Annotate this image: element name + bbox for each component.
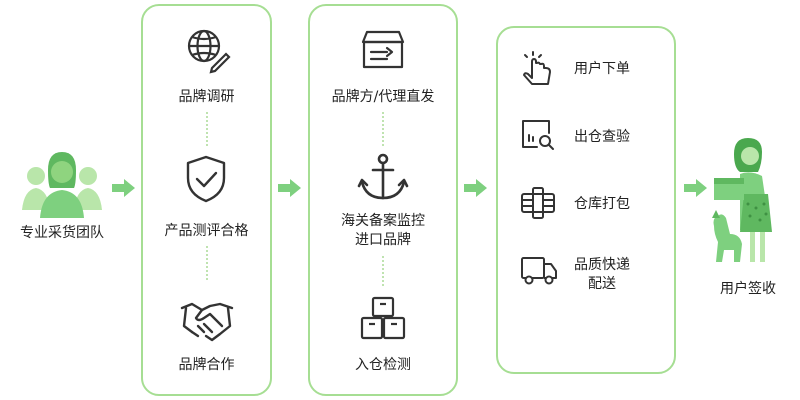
flow-arrow-3 [464,179,487,197]
team-people-icon [22,152,102,218]
flow-arrow-4 [684,179,707,197]
shield-check-icon [186,155,226,203]
shipping-box-icon [361,30,405,69]
handshake-icon [180,302,234,342]
stage3-label-checkout: 出仓查验 [574,129,630,145]
receiver-with-dog-icon [712,138,772,262]
flow-arrow-2 [278,179,301,197]
stage2-label-inspection: 入仓检测 [355,357,411,373]
receiver-label: 用户签收 [720,281,776,297]
package-icon [521,187,555,219]
stage3-label-express-line1: 品质快递 [574,257,630,273]
stage2-divider-1 [382,112,384,146]
anchor-icon [357,153,409,200]
stage2-label-direct-ship: 品牌方/代理直发 [331,89,435,105]
tap-pointer-icon [523,51,551,85]
stage1-divider-1 [206,112,208,146]
stage2-label-customs-line2: 进口品牌 [355,232,411,248]
stacked-boxes-icon [360,296,406,340]
flow-arrow-1 [112,179,135,197]
globe-pencil-icon [187,29,231,74]
stage1-label-research: 品牌调研 [178,89,235,105]
stage1-label-evaluation: 产品测评合格 [164,223,249,239]
delivery-truck-icon [521,257,557,285]
stage1-label-cooperation: 品牌合作 [178,357,235,373]
team-label: 专业采货团队 [20,225,104,241]
stage3-label-order: 用户下单 [574,61,630,77]
stage1-divider-2 [206,246,208,280]
stage2-label-customs-line1: 海关备案监控 [341,213,425,229]
stage2-divider-2 [382,256,384,286]
inspect-box-icon [522,120,554,150]
stage3-label-packing: 仓库打包 [574,196,630,212]
stage3-label-express-line2: 配送 [588,276,616,292]
